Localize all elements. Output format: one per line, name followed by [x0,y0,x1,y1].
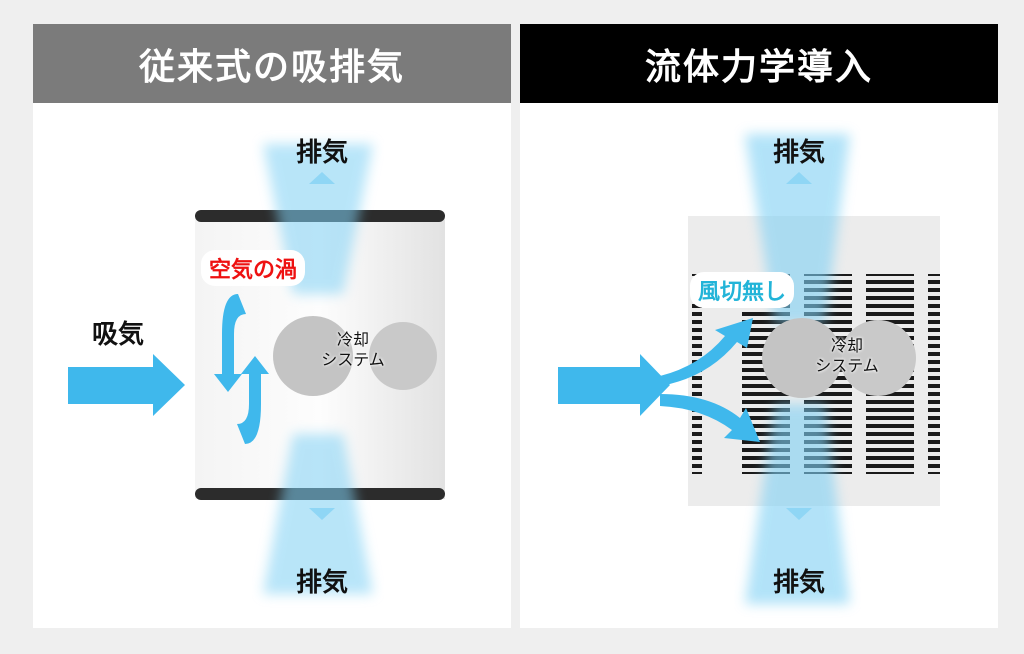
vortex-badge: 空気の渦 [201,250,306,286]
intake-arrow [68,354,185,416]
panel-title: 流体力学導入 [520,24,998,103]
fluid-dynamics-diagram [558,134,940,604]
vortex-down-arrow [214,294,246,392]
intake-label: 吸気 [91,320,145,350]
exhaust-up-arrow [309,172,335,184]
no-wind-noise-badge: 風切無し [690,272,795,308]
exhaust-down-arrow [786,508,812,520]
panel-title: 従来式の吸排気 [33,24,511,103]
cooling-fan-1 [762,318,842,398]
intake-arrow [558,354,670,416]
exhaust-up-arrow [786,172,812,184]
cooling-system-label: 冷却 システム [797,336,897,376]
cooling-line2: システム [815,356,879,375]
vortex-up-arrow [237,356,269,444]
cooling-fan-2 [840,320,916,396]
cooling-line1: 冷却 [336,330,369,349]
conventional-panel: 従来式の吸排気 吸気 排気 排気 空気の渦 冷却 システム [33,24,511,628]
exhaust-top-label: 排気 [772,138,826,168]
airflow-down-arrow [660,394,760,442]
exhaust-bottom-label: 排気 [295,568,349,598]
cooling-fan-2 [369,322,437,390]
fluid-dynamics-panel: 流体力学導入 排気 排気 風切無し 冷却 システム [520,24,998,628]
cooling-line2: システム [321,350,385,369]
exhaust-down-arrow [309,508,335,520]
grill-column [928,274,940,474]
exhaust-bottom-label: 排気 [772,568,826,598]
airflow-up-arrow [660,318,753,386]
cooling-line1: 冷却 [830,336,863,355]
exhaust-top-label: 排気 [295,138,349,168]
cooling-fan-1 [273,316,353,396]
cooling-system-label: 冷却 システム [303,330,403,370]
